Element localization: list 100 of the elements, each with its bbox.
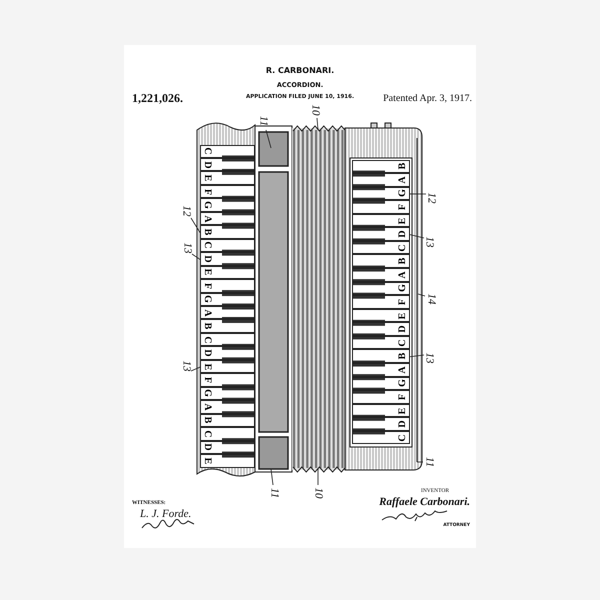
piano-key (352, 363, 410, 377)
note-letter: C (398, 338, 408, 348)
piano-key (200, 238, 255, 252)
reference-numeral: 14 (426, 294, 436, 304)
header-text: Patented Apr. 3, 1917. (382, 93, 472, 104)
note-letter: F (202, 376, 212, 386)
piano-key (200, 266, 255, 280)
piano-key (352, 160, 410, 174)
note-letter: E (202, 268, 212, 278)
piano-key (352, 390, 410, 404)
note-letter: G (202, 200, 212, 211)
leader-line (266, 130, 272, 148)
note-letter: E (398, 406, 408, 416)
note-letter: C (398, 433, 408, 444)
piano-key (200, 158, 255, 172)
piano-key (352, 254, 410, 268)
piano-key (352, 295, 410, 309)
reference-numeral: 11 (424, 456, 434, 468)
piano-key (200, 225, 255, 239)
note-letter: B (398, 352, 408, 362)
leader-line (190, 366, 200, 372)
piano-key (200, 454, 255, 468)
piano-key (352, 336, 410, 350)
note-letter: D (398, 420, 408, 430)
leader-line (410, 354, 424, 358)
note-letter: D (202, 160, 212, 170)
note-letter: C (202, 429, 212, 440)
piano-key (200, 171, 255, 185)
note-letter: C (202, 240, 212, 252)
note-letter: A (398, 175, 408, 186)
note-letter: C (398, 243, 408, 254)
signature-text: Raffaele Carbonari. (378, 496, 470, 508)
piano-key (200, 414, 255, 428)
reference-numeral: 10 (312, 488, 324, 498)
note-letter: D (202, 442, 212, 453)
leader-line (270, 468, 274, 486)
piano-key (200, 319, 255, 333)
reference-numeral: 13 (424, 236, 434, 248)
note-letter: C (202, 146, 212, 157)
note-letter: G (398, 378, 408, 390)
note-letter: A (398, 270, 408, 280)
piano-key (200, 144, 255, 158)
reference-numeral: 13 (180, 360, 192, 372)
piano-key (352, 268, 410, 282)
note-letter: F (398, 202, 408, 212)
signature-text: L. J. Forde. (140, 508, 192, 520)
piano-key (352, 173, 410, 187)
piano-key (200, 306, 255, 320)
piano-key (200, 279, 255, 293)
note-letter: A (202, 402, 212, 413)
reference-numeral: 10 (310, 104, 320, 116)
note-letter: E (202, 362, 212, 372)
note-letter: B (202, 322, 212, 332)
note-letter: F (202, 282, 212, 291)
note-letter: F (202, 188, 212, 197)
piano-key (352, 322, 410, 336)
piano-key (352, 214, 410, 228)
note-letter: E (202, 174, 212, 184)
piano-key (352, 404, 410, 418)
piano-key (200, 212, 255, 226)
note-letter: D (202, 348, 212, 359)
piano-key (200, 332, 255, 346)
piano-key (352, 227, 410, 241)
reference-numeral: 12 (180, 206, 192, 216)
piano-key (200, 400, 255, 414)
note-letter: C (202, 335, 212, 346)
piano-key (200, 346, 255, 360)
reference-numeral: 11 (258, 116, 268, 126)
header-text: R. CARBONARI. (264, 67, 336, 76)
piano-key (352, 308, 410, 322)
piano-key (200, 386, 255, 400)
note-letter: B (398, 256, 408, 267)
note-letter: B (202, 228, 212, 238)
note-letter: D (202, 254, 212, 264)
piano-key (200, 373, 255, 387)
note-letter: D (398, 324, 408, 335)
piano-key (352, 240, 410, 254)
piano-key (352, 430, 410, 444)
leader-line (410, 234, 424, 238)
leader-line (418, 294, 426, 296)
note-letter: G (202, 388, 212, 400)
piano-key (352, 200, 410, 214)
note-letter: G (398, 283, 408, 294)
piano-key (352, 282, 410, 296)
leader-line (316, 118, 318, 130)
leader-line (192, 254, 200, 260)
piano-key (200, 198, 255, 212)
header-text: 1,221,026. (132, 92, 184, 106)
piano-key (200, 440, 255, 454)
note-letter: G (202, 294, 212, 306)
note-letter: A (202, 308, 212, 318)
piano-key (200, 184, 255, 198)
note-letter: A (202, 214, 212, 224)
note-letter: E (398, 311, 408, 322)
piano-key (200, 360, 255, 374)
piano-key (200, 252, 255, 266)
note-letter: E (202, 456, 212, 466)
note-letter: B (202, 416, 212, 426)
reference-numeral: 13 (182, 242, 192, 254)
note-letter: B (398, 162, 408, 172)
